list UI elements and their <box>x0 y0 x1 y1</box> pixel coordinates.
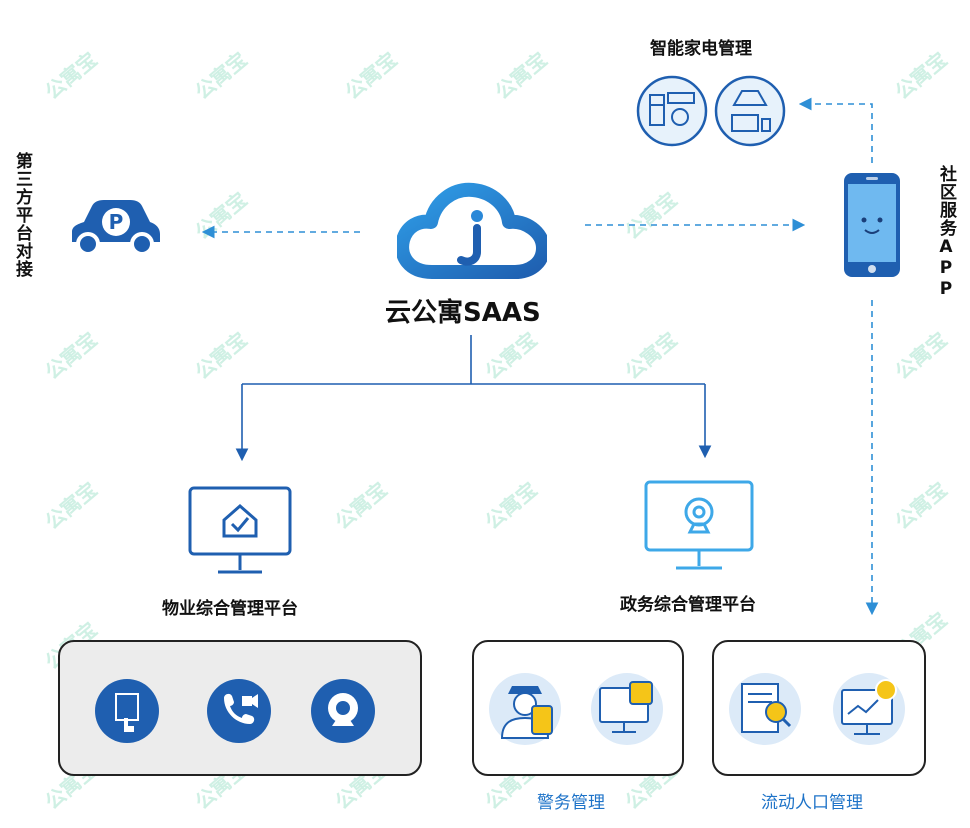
government-monitor-icon <box>644 480 754 572</box>
cloud-logo-icon <box>395 180 550 280</box>
property-monitor-icon <box>188 486 292 576</box>
police-officer-icon <box>488 672 562 746</box>
police-box <box>472 640 684 776</box>
government-platform-label: 政务综合管理平台 <box>620 595 756 615</box>
center-title: 云公寓SAAS <box>385 298 541 328</box>
svg-text:P: P <box>109 210 124 234</box>
arrow-to-appliances <box>798 97 873 163</box>
video-call-icon <box>206 678 272 744</box>
police-monitor-icon <box>590 672 664 746</box>
appliances-label: 智能家电管理 <box>650 39 752 59</box>
hood-microwave-appliance-icon <box>714 75 786 147</box>
third-party-label: 第三方平台对接 <box>12 152 32 278</box>
community-app-label: 社区服务APP <box>936 165 956 300</box>
car-parking-icon: P <box>68 198 162 260</box>
police-label: 警务管理 <box>537 793 605 813</box>
property-platform-label: 物业综合管理平台 <box>162 599 298 619</box>
access-keypad-icon <box>94 678 160 744</box>
fridge-ac-appliance-icon <box>636 75 708 147</box>
webcam-icon <box>310 678 376 744</box>
stats-monitor-icon <box>832 672 906 746</box>
phone-app-icon <box>843 172 901 278</box>
document-search-icon <box>728 672 802 746</box>
floating-population-label: 流动人口管理 <box>761 793 863 813</box>
property-services-box <box>58 640 422 776</box>
floating-population-box <box>712 640 926 776</box>
